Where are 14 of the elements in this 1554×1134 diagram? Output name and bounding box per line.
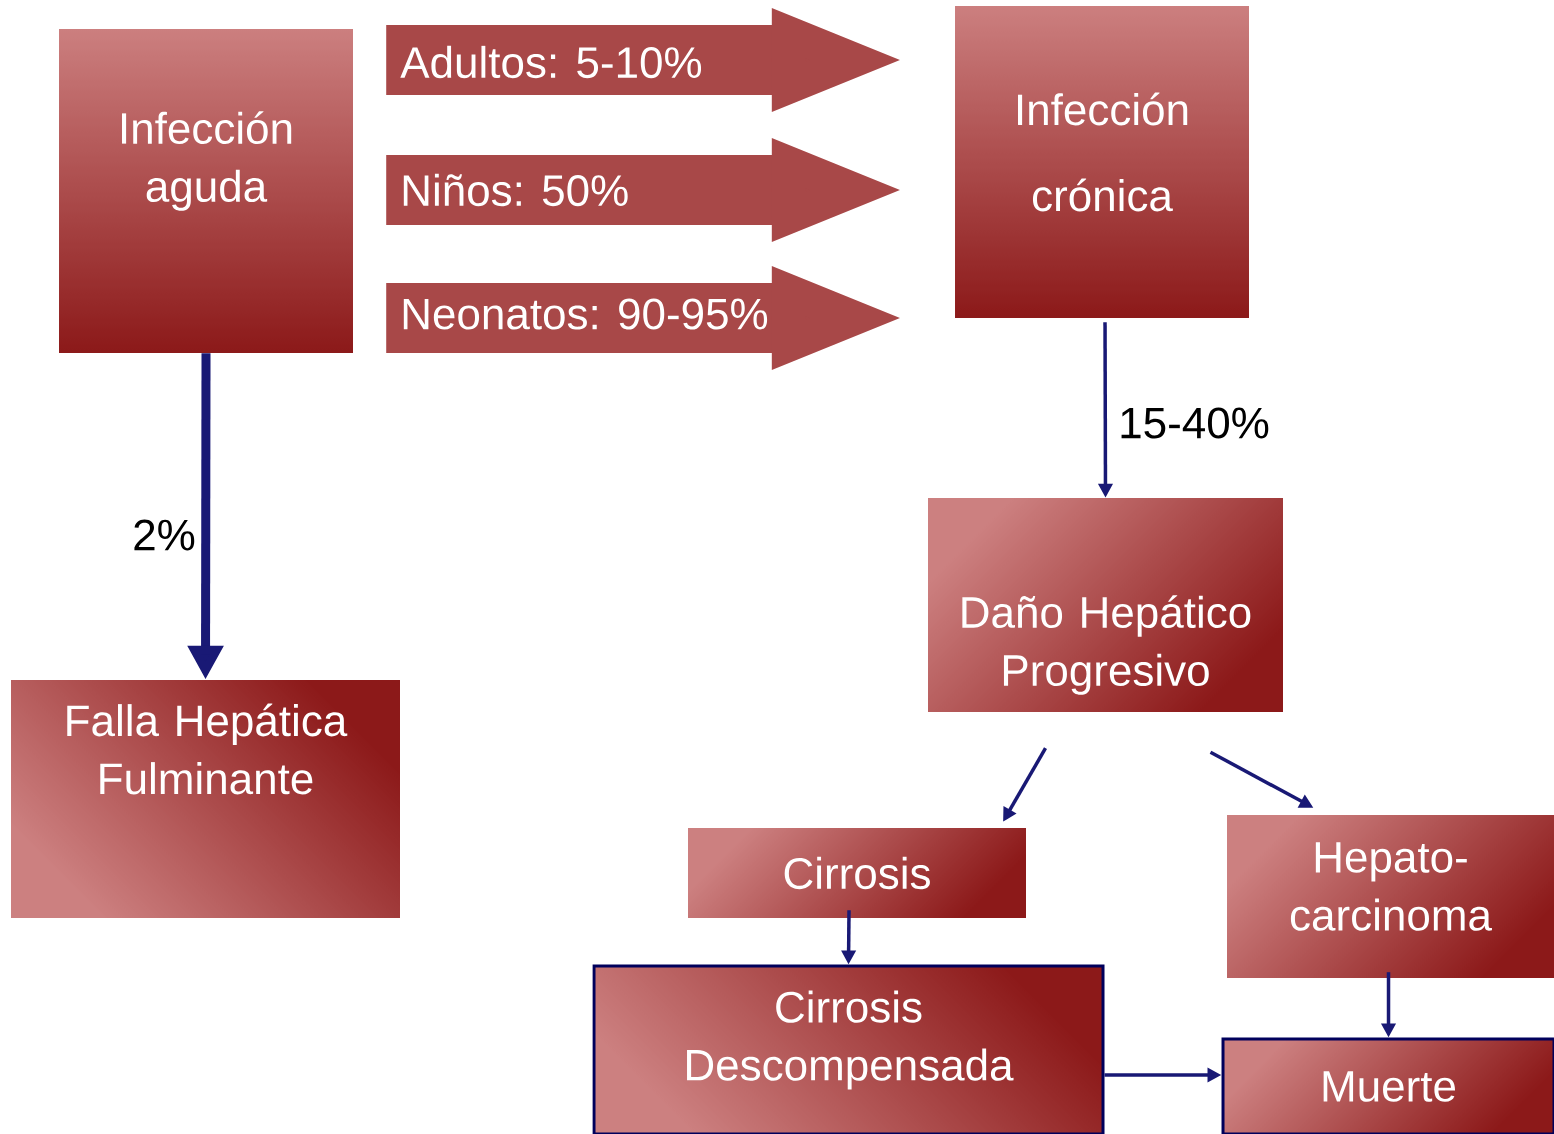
box-label: Hepato-carcinoma [1290, 842, 1492, 931]
box-label: Falla Hepática Fulminante [67, 703, 348, 795]
box-label: Daño Hepático Progresivo [962, 595, 1251, 695]
edge-label: 15-40% [1121, 407, 1269, 439]
box-label: Cirrosis [784, 856, 930, 890]
edge-label: Adultos: 5-10% [400, 45, 702, 79]
edge-label: 2% [134, 519, 195, 551]
edge-label: Niños: 50% [403, 173, 628, 207]
box-label: Muerte [1323, 1071, 1455, 1102]
box-label: Infección crónica [1018, 92, 1188, 212]
process-box [592, 964, 1105, 1134]
box-label: Cirrosis Descompensada [687, 990, 1014, 1090]
edge-label: Neonatos: 90-95% [403, 298, 768, 330]
box-label: Infección aguda [122, 111, 292, 211]
